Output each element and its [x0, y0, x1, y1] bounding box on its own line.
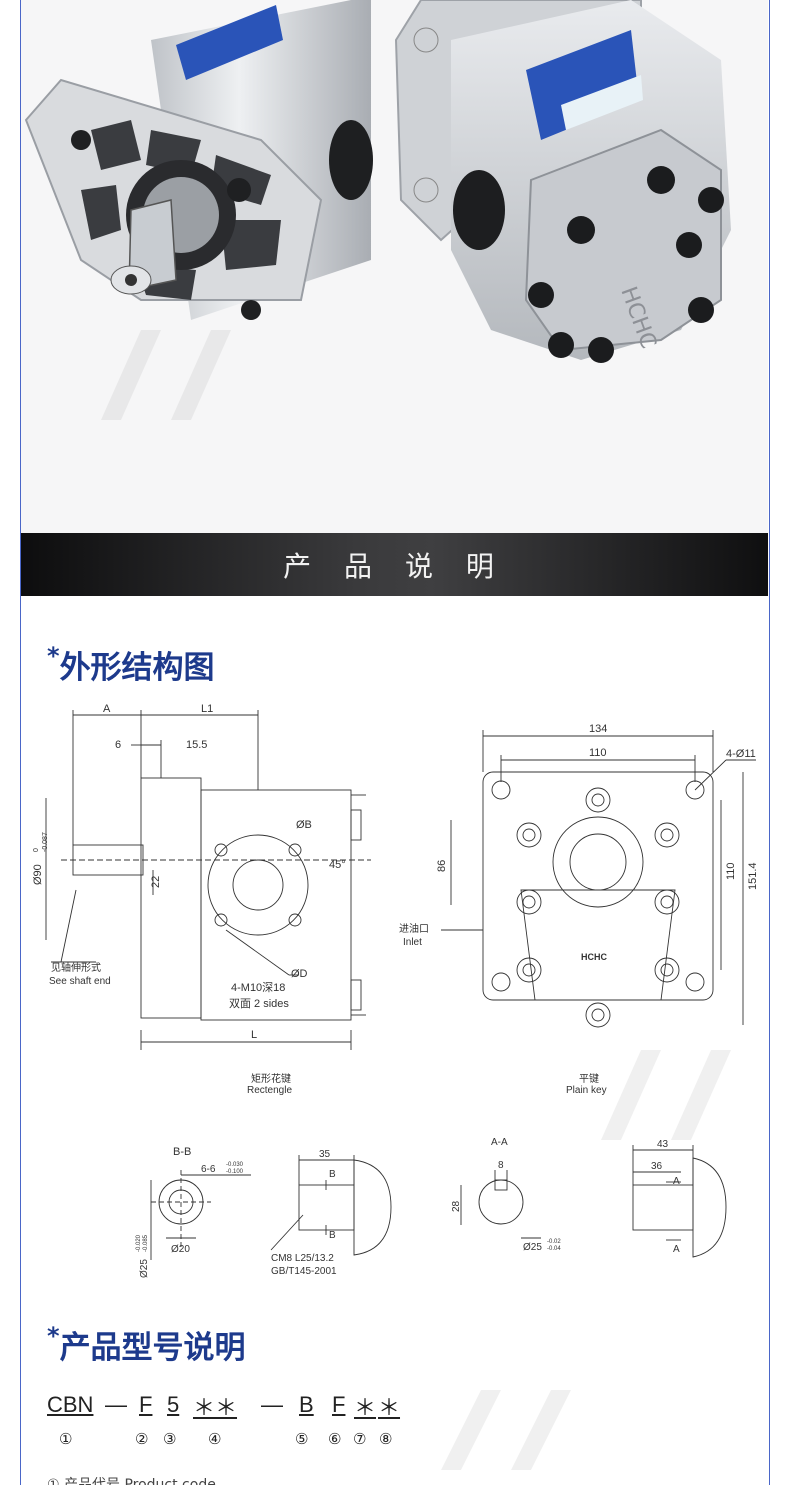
dim-22: 22 — [150, 876, 162, 888]
dim-86: 86 — [436, 860, 448, 872]
bb-phi20: Ø20 — [171, 1244, 190, 1255]
section-banner: 产 品 说 明 — [21, 533, 768, 596]
b-label-top: B — [329, 1169, 336, 1180]
banner-title: 产 品 说 明 — [283, 549, 506, 583]
dim-6: 6 — [115, 739, 121, 751]
model-part-f: F — [139, 1392, 153, 1417]
side-bolt-circle — [207, 834, 309, 936]
dim-l1: L1 — [201, 703, 213, 715]
model-part-star-7: ＊ — [354, 1395, 377, 1420]
a-label-top: A — [673, 1176, 680, 1187]
outline-title: 外形结构图 — [59, 650, 215, 686]
dim-a: A — [103, 703, 111, 715]
index-8: ⑧ — [379, 1430, 393, 1448]
dim-4-phi11: 4-Ø11 — [726, 748, 756, 760]
index-5: ⑤ — [295, 1430, 309, 1448]
model-legend-line: ① 产品代号 Product code — [47, 1477, 216, 1485]
spline-en: Rectengle — [247, 1085, 292, 1096]
model-part-stars: ＊＊ — [193, 1395, 238, 1420]
model-part-f2: F — [332, 1392, 346, 1417]
watermark-logo — [101, 330, 231, 420]
sides-note: 双面 2 sides — [229, 997, 289, 1010]
model-part-b: B — [299, 1392, 314, 1417]
model-dash-1: — — [105, 1392, 127, 1417]
watermark-logo — [601, 1050, 731, 1140]
technical-drawing: A L1 6 15.5 Ø90 0 -0.087 22 ØB 45° ØD 4-… — [32, 703, 759, 1278]
dim-tol-up: 0 — [33, 848, 40, 852]
dim-phi90: Ø90 — [32, 864, 44, 885]
model-title: 产品型号说明 — [59, 1330, 246, 1366]
index-7: ⑦ — [353, 1430, 367, 1448]
dim-tol-down: -0.087 — [42, 832, 49, 852]
dim-110-top: 110 — [589, 747, 607, 759]
b-label-bottom: B — [329, 1230, 336, 1241]
index-6: ⑥ — [328, 1430, 342, 1448]
aa-label: A-A — [491, 1137, 508, 1148]
model-part-cbn: CBN — [47, 1392, 94, 1417]
star-mark-2: * — [47, 1322, 60, 1350]
a-36: 36 — [651, 1161, 663, 1172]
aa-tol1: -0.02 — [547, 1239, 561, 1245]
dim-45: 45° — [329, 859, 346, 871]
product-photo: HCHC — [21, 0, 768, 533]
front-hub — [552, 816, 644, 908]
aa-phi25: Ø25 — [523, 1242, 542, 1253]
dim-phid: ØD — [291, 968, 308, 980]
inlet-cn: 进油口 — [399, 922, 429, 935]
section-title-model: *产品型号说明 — [47, 1322, 246, 1367]
pump-photo-illustration: HCHC — [24, 0, 731, 363]
flatkey-en: Plain key — [566, 1085, 607, 1096]
bb-phi25-tol1: -0.020 — [136, 1234, 142, 1252]
aa-key-section — [478, 1179, 524, 1225]
aa-28: 28 — [451, 1200, 462, 1212]
bb-phi25: Ø25 — [139, 1259, 150, 1278]
flatkey-cn: 平键 — [579, 1072, 599, 1085]
bb-label: B-B — [173, 1146, 191, 1158]
dim-110-side: 110 — [725, 862, 737, 880]
nameplate-right — [526, 30, 639, 140]
b-35: 35 — [319, 1149, 331, 1160]
b-note1: CM8 L25/13.2 — [271, 1253, 334, 1264]
bb-phi25-tol2: -0.085 — [143, 1234, 149, 1252]
side-body — [200, 789, 352, 1021]
b-note2: GB/T145-2001 — [271, 1266, 337, 1277]
shaft-note-en: See shaft end — [49, 976, 111, 987]
section-title-outline: *外形结构图 — [47, 642, 215, 687]
bb-tol1: -0.030 — [226, 1162, 244, 1168]
side-flange — [140, 777, 202, 1019]
bb-tol2: -0.100 — [226, 1169, 244, 1175]
index-3: ③ — [163, 1430, 177, 1448]
shaft-note-cn: 见轴伸形式 — [51, 961, 101, 974]
a-label-bottom: A — [673, 1244, 680, 1255]
dim-l: L — [251, 1029, 257, 1041]
index-4: ④ — [208, 1430, 222, 1448]
page-frame: HCHC 产 品 说 明 *外形结构图 — [20, 0, 770, 1485]
spline-cn: 矩形花键 — [251, 1072, 291, 1085]
model-part-star-8: ＊ — [378, 1395, 401, 1420]
a-view-shaft — [632, 1184, 694, 1231]
model-dash-2: — — [261, 1392, 283, 1417]
star-mark: * — [47, 642, 60, 670]
inlet-en: Inlet — [403, 937, 422, 948]
index-2: ② — [135, 1430, 149, 1448]
aa-8: 8 — [498, 1160, 504, 1171]
watermark-logo — [441, 1390, 571, 1470]
nameplate-left — [176, 5, 283, 80]
dim-phib: ØB — [296, 819, 312, 831]
a-43: 43 — [657, 1139, 669, 1150]
dim-134: 134 — [589, 723, 607, 735]
index-1: ① — [59, 1430, 73, 1448]
aa-tol2: -0.04 — [547, 1246, 561, 1252]
front-brand: HCHC — [581, 952, 607, 962]
model-part-5: 5 — [167, 1392, 180, 1417]
dim-15-5: 15.5 — [186, 739, 207, 751]
b-view-shaft — [298, 1184, 355, 1231]
thread-note: 4-M10深18 — [231, 981, 285, 994]
dim-151-4: 151.4 — [747, 862, 759, 890]
bb-spec: 6-6 — [201, 1164, 216, 1175]
